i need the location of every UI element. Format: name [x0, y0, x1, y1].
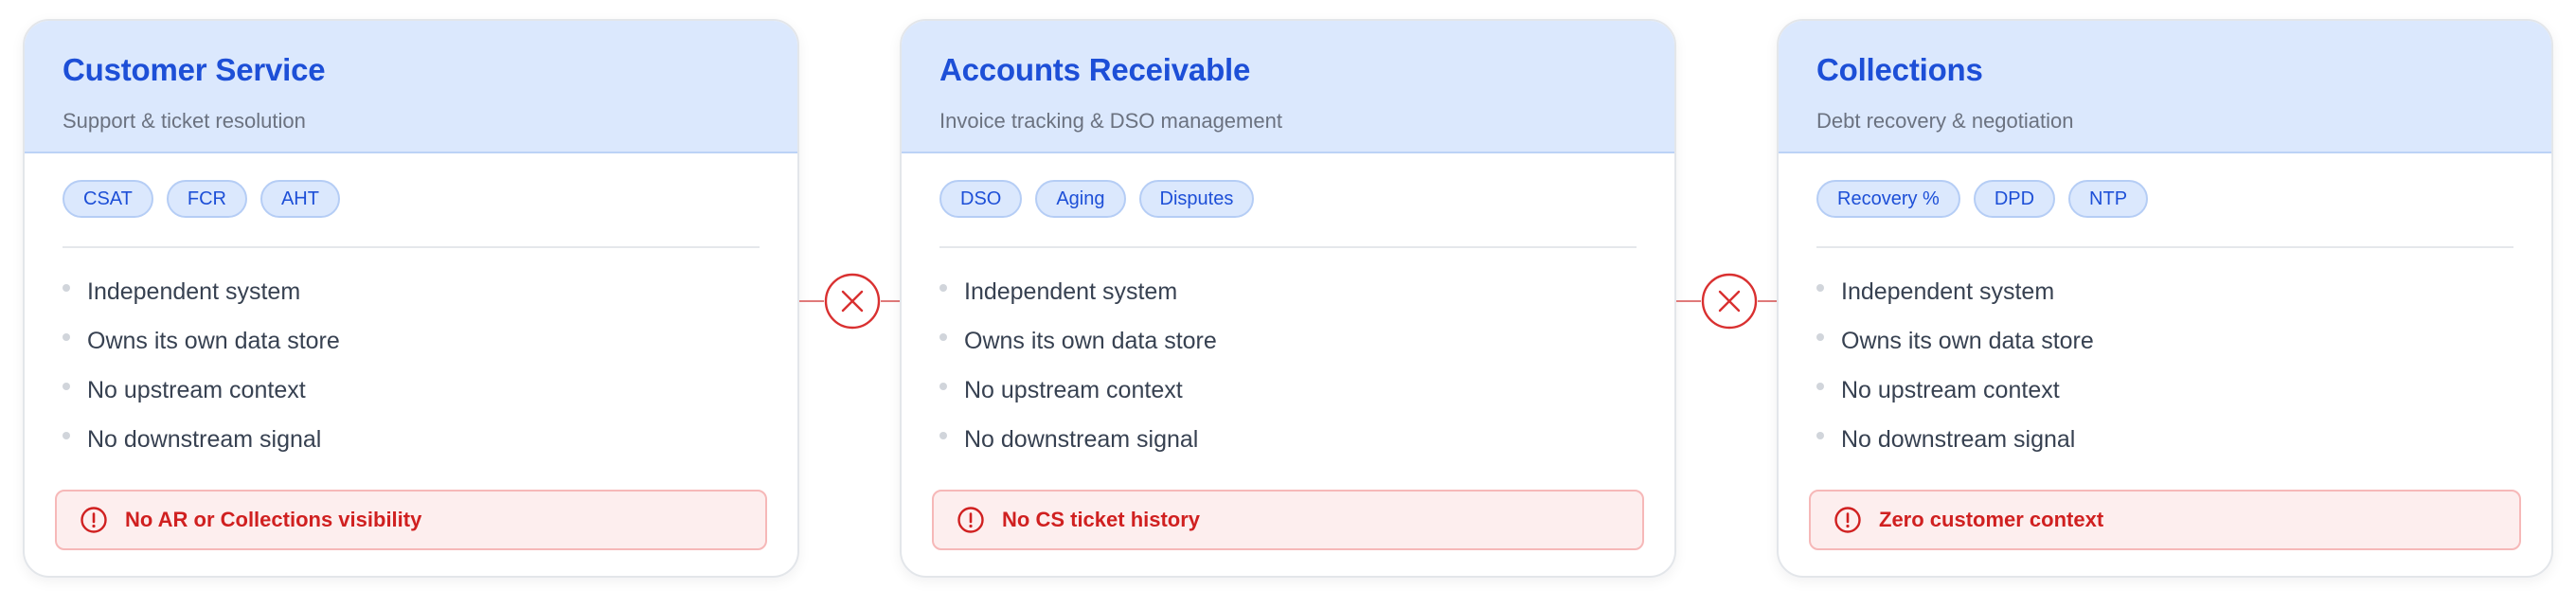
tag: DPD [1973, 180, 2056, 218]
tag: CSAT [63, 180, 153, 218]
bullet-dot-icon [939, 333, 947, 341]
list-item-text: Owns its own data store [964, 327, 1217, 354]
card-accounts-receivable: Accounts Receivable Invoice tracking & D… [900, 19, 1676, 578]
tag: FCR [166, 180, 247, 218]
list-item-text: Independent system [87, 277, 301, 305]
list-item: Independent system [63, 267, 797, 316]
bullet-dot-icon [939, 383, 947, 390]
list-item: No upstream context [1816, 366, 2551, 415]
card-subtitle: Invoice tracking & DSO management [939, 109, 1282, 133]
alert-circle-icon [957, 507, 984, 533]
bullet-list: Independent system Owns its own data sto… [25, 248, 797, 464]
alert-circle-icon [80, 507, 107, 533]
bullet-dot-icon [939, 284, 947, 292]
tag: NTP [2068, 180, 2149, 218]
list-item: Owns its own data store [1816, 316, 2551, 366]
alert-circle-icon [1834, 507, 1861, 533]
bullet-dot-icon [1816, 333, 1824, 341]
list-item-text: No downstream signal [87, 425, 322, 453]
card-title: Collections [1816, 52, 1983, 87]
list-item: Independent system [939, 267, 1674, 316]
tag: Aging [1035, 180, 1126, 218]
list-item: No downstream signal [939, 415, 1674, 464]
bullet-dot-icon [1816, 284, 1824, 292]
bullet-list: Independent system Owns its own data sto… [1779, 248, 2551, 464]
list-item: No downstream signal [63, 415, 797, 464]
x-circle-icon [799, 273, 905, 330]
tag-list: DSO Aging Disputes [902, 153, 1674, 220]
list-item-text: Independent system [1841, 277, 2055, 305]
list-item-text: No upstream context [87, 376, 306, 403]
bullet-list: Independent system Owns its own data sto… [902, 248, 1674, 464]
warning-text: No CS ticket history [1002, 508, 1201, 531]
warning-banner: No AR or Collections visibility [55, 490, 767, 550]
list-item-text: No downstream signal [964, 425, 1199, 453]
bullet-dot-icon [63, 432, 70, 439]
list-item: No upstream context [63, 366, 797, 415]
warning-banner: No CS ticket history [932, 490, 1644, 550]
bullet-dot-icon [939, 432, 947, 439]
list-item-text: Independent system [964, 277, 1178, 305]
blocked-connector [799, 272, 905, 331]
tag-list: Recovery % DPD NTP [1779, 153, 2551, 220]
card-title: Customer Service [63, 52, 326, 87]
list-item: Owns its own data store [939, 316, 1674, 366]
card-title: Accounts Receivable [939, 52, 1251, 87]
card-collections: Collections Debt recovery & negotiation … [1777, 19, 2553, 578]
list-item: No upstream context [939, 366, 1674, 415]
warning-text: No AR or Collections visibility [125, 508, 422, 531]
card-subtitle: Support & ticket resolution [63, 109, 306, 133]
card-customer-service: Customer Service Support & ticket resolu… [23, 19, 799, 578]
tag: Recovery % [1816, 180, 1960, 218]
card-header: Customer Service Support & ticket resolu… [25, 21, 797, 153]
bullet-dot-icon [1816, 383, 1824, 390]
list-item: Independent system [1816, 267, 2551, 316]
divider [939, 246, 1637, 248]
list-item-text: Owns its own data store [1841, 327, 2094, 354]
warning-text: Zero customer context [1879, 508, 2104, 531]
card-header: Accounts Receivable Invoice tracking & D… [902, 21, 1674, 153]
tag: Disputes [1138, 180, 1255, 218]
list-item: No downstream signal [1816, 415, 2551, 464]
divider [1816, 246, 2513, 248]
warning-banner: Zero customer context [1809, 490, 2521, 550]
list-item-text: No upstream context [1841, 376, 2060, 403]
list-item: Owns its own data store [63, 316, 797, 366]
bullet-dot-icon [63, 383, 70, 390]
bullet-dot-icon [63, 284, 70, 292]
tag: AHT [259, 180, 340, 218]
card-subtitle: Debt recovery & negotiation [1816, 109, 2074, 133]
x-circle-icon [1676, 273, 1782, 330]
card-header: Collections Debt recovery & negotiation [1779, 21, 2551, 153]
list-item-text: Owns its own data store [87, 327, 340, 354]
blocked-connector [1676, 272, 1782, 331]
bullet-dot-icon [63, 333, 70, 341]
bullet-dot-icon [1816, 432, 1824, 439]
list-item-text: No upstream context [964, 376, 1183, 403]
tag-list: CSAT FCR AHT [25, 153, 797, 220]
divider [63, 246, 760, 248]
tag: DSO [939, 180, 1023, 218]
list-item-text: No downstream signal [1841, 425, 2076, 453]
